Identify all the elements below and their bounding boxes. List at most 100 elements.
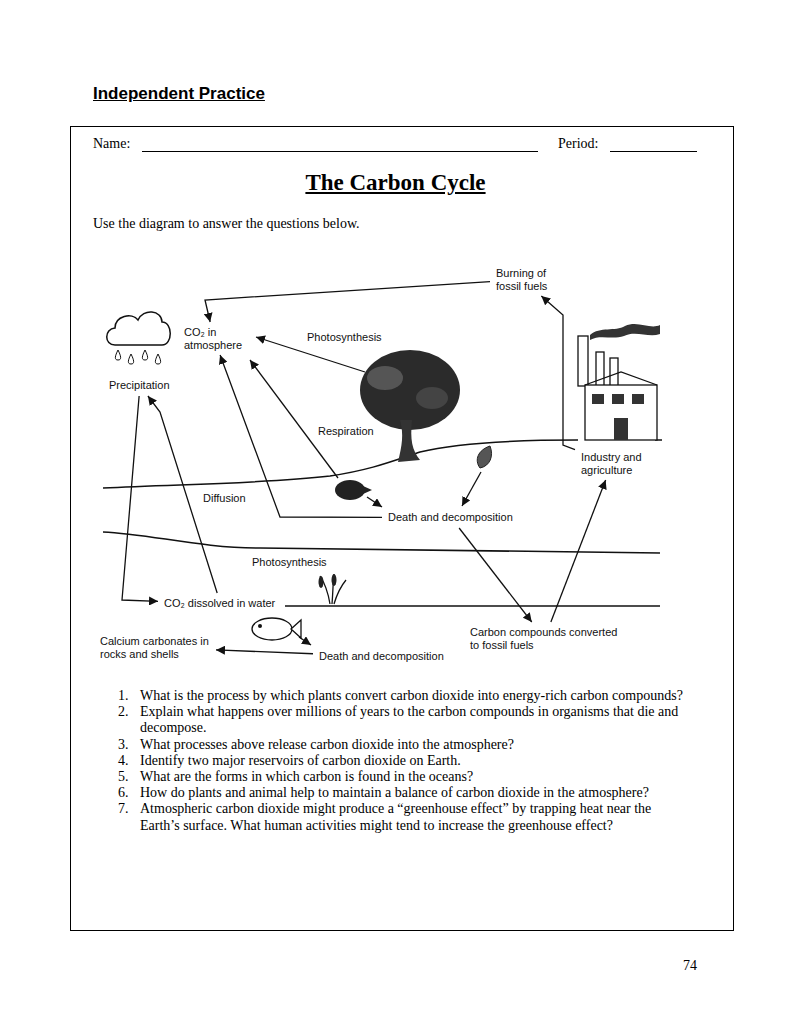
worksheet-frame bbox=[71, 127, 734, 931]
fish-eye bbox=[258, 624, 262, 628]
tree-canopy bbox=[416, 387, 448, 409]
question-text: Atmospheric carbon dioxide might produce… bbox=[140, 801, 693, 833]
land-surface bbox=[103, 440, 578, 488]
factory-door bbox=[614, 418, 628, 440]
cycle-label: CO₂ in atmosphere bbox=[181, 325, 247, 352]
mole bbox=[363, 486, 372, 494]
factory-window bbox=[592, 394, 604, 404]
factory-window bbox=[612, 394, 624, 404]
raindrop bbox=[128, 354, 133, 364]
cycle-label: Burning of fossil fuels bbox=[493, 266, 552, 293]
cycle-label: Calcium carbonates in rocks and shells bbox=[97, 634, 213, 661]
worksheet-title: The Carbon Cycle bbox=[0, 170, 791, 196]
period-blank bbox=[610, 151, 697, 152]
question-number: 6. bbox=[118, 785, 140, 801]
fish-tail bbox=[291, 620, 301, 638]
question-number: 3. bbox=[118, 737, 140, 753]
leader-arrow bbox=[462, 472, 481, 506]
cycle-label: Photosynthesis bbox=[304, 330, 386, 345]
tree-canopy bbox=[367, 366, 403, 390]
cloud bbox=[107, 312, 171, 345]
question-text: How do plants and animal help to maintai… bbox=[140, 785, 693, 801]
question-row: 2.Explain what happens over millions of … bbox=[118, 704, 693, 736]
question-text: What are the forms in which carbon is fo… bbox=[140, 769, 693, 785]
question-number: 7. bbox=[118, 801, 140, 833]
cycle-label: Carbon compounds converted to fossil fue… bbox=[467, 625, 622, 652]
factory-roof bbox=[585, 372, 657, 385]
reeds bbox=[320, 574, 346, 604]
field-label: Period: bbox=[558, 136, 598, 152]
cycle-arrow bbox=[122, 396, 158, 601]
question-text: What is the process by which plants conv… bbox=[140, 688, 693, 704]
mole bbox=[335, 480, 365, 500]
tree-trunk bbox=[398, 420, 420, 462]
cycle-arrow bbox=[205, 282, 490, 322]
cycle-label: Diffusion bbox=[200, 491, 250, 506]
worksheet-heading: Independent Practice bbox=[93, 84, 265, 104]
cycle-label: CO₂ dissolved in water bbox=[161, 596, 280, 611]
label-text: Diffusion bbox=[203, 492, 247, 505]
connector-group bbox=[122, 282, 606, 654]
raindrop bbox=[155, 354, 160, 364]
cycle-label: Photosynthesis bbox=[249, 555, 331, 570]
smoke bbox=[590, 324, 660, 340]
water-surface bbox=[103, 532, 660, 553]
field-label: Name: bbox=[93, 136, 130, 152]
factory-building bbox=[585, 385, 657, 440]
leader-arrow bbox=[299, 637, 311, 645]
label-text: Death and decomposition bbox=[388, 511, 514, 524]
tree-canopy bbox=[360, 350, 460, 430]
raindrop bbox=[142, 350, 147, 360]
chimney bbox=[578, 336, 588, 386]
question-number: 4. bbox=[118, 753, 140, 769]
fish bbox=[252, 618, 292, 640]
chimney bbox=[610, 358, 618, 386]
instruction-text: Use the diagram to answer the questions … bbox=[93, 216, 360, 232]
cattail bbox=[319, 576, 324, 588]
question-row: 5.What are the forms in which carbon is … bbox=[118, 769, 693, 785]
cycle-arrow bbox=[551, 480, 606, 622]
page-number: 74 bbox=[683, 958, 697, 974]
respiration-arrow bbox=[250, 360, 338, 478]
label-text: Carbon compounds converted to fossil fue… bbox=[470, 626, 619, 651]
question-text: Identify two major reservoirs of carbon … bbox=[140, 753, 693, 769]
cycle-arrow bbox=[216, 650, 313, 654]
question-number: 1. bbox=[118, 688, 140, 704]
name-blank bbox=[142, 151, 538, 152]
cycle-label: Death and decomposition bbox=[385, 510, 517, 525]
question-number: 5. bbox=[118, 769, 140, 785]
label-text: Precipitation bbox=[109, 379, 171, 392]
leaf bbox=[477, 446, 491, 468]
sea-floor bbox=[285, 605, 660, 607]
question-text: Explain what happens over millions of ye… bbox=[140, 704, 693, 736]
cattail bbox=[332, 574, 337, 586]
label-text: Photosynthesis bbox=[307, 331, 383, 344]
cycle-arrow bbox=[541, 296, 575, 450]
label-text: Respiration bbox=[318, 425, 375, 438]
leader-arrow bbox=[367, 497, 382, 507]
question-number: 2. bbox=[118, 704, 140, 736]
question-row: 1.What is the process by which plants co… bbox=[118, 688, 693, 704]
question-list: 1.What is the process by which plants co… bbox=[118, 688, 693, 834]
label-text: Death and decomposition bbox=[319, 650, 445, 663]
label-text: Industry and agriculture bbox=[581, 451, 643, 476]
label-text: Photosynthesis bbox=[252, 556, 328, 569]
cycle-label: Death and decomposition bbox=[316, 649, 448, 664]
question-row: 3.What processes above release carbon di… bbox=[118, 737, 693, 753]
question-row: 6.How do plants and animal help to maint… bbox=[118, 785, 693, 801]
question-text: What processes above release carbon diox… bbox=[140, 737, 693, 753]
label-text: Calcium carbonates in rocks and shells bbox=[100, 635, 210, 660]
label-text: Burning of fossil fuels bbox=[496, 267, 549, 292]
cycle-label: Industry and agriculture bbox=[578, 450, 646, 477]
cycle-label: Respiration bbox=[315, 424, 378, 439]
label-text: CO₂ in atmosphere bbox=[184, 326, 244, 351]
label-text: CO₂ dissolved in water bbox=[164, 597, 277, 610]
cycle-label: Precipitation bbox=[106, 378, 174, 393]
question-row: 7.Atmospheric carbon dioxide might produ… bbox=[118, 801, 693, 833]
question-row: 4.Identify two major reservoirs of carbo… bbox=[118, 753, 693, 769]
cycle-arrow bbox=[459, 528, 532, 622]
raindrop bbox=[115, 350, 120, 360]
